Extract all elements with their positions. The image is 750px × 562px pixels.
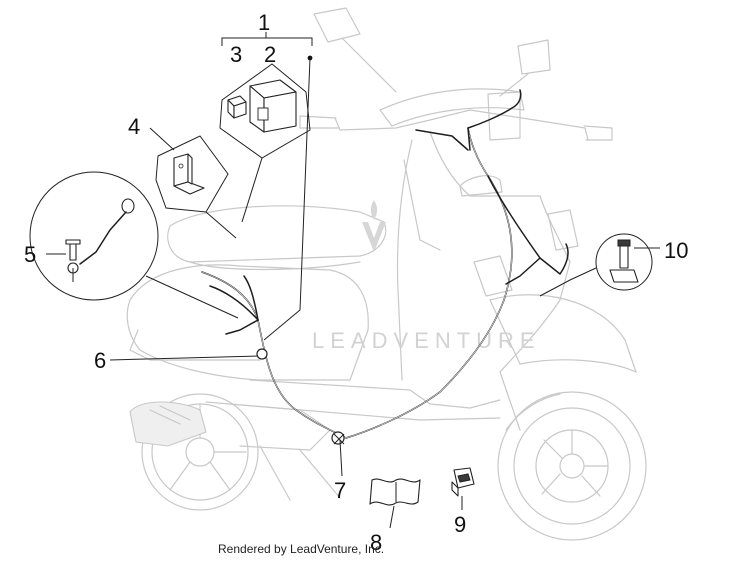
clip-part [451, 467, 475, 510]
callout-8: 8 [370, 530, 382, 555]
callout-5: 5 [24, 242, 36, 267]
wiring-harness [201, 89, 569, 445]
callout-labels: 1 2 3 4 5 6 7 8 9 10 [24, 10, 688, 555]
relay-part [227, 95, 247, 119]
watermark-text: LEADVENTURE [312, 328, 541, 353]
callout-3: 3 [230, 42, 242, 67]
tape-part [369, 478, 421, 529]
inset-switch [539, 233, 660, 297]
callout-9: 9 [454, 512, 466, 537]
callout-6: 6 [94, 348, 106, 373]
inset-bracket [149, 127, 237, 239]
callout-4: 4 [128, 114, 140, 139]
control-unit-part [249, 79, 297, 133]
callout-group-1 [221, 32, 313, 341]
inset-ground-cable [29, 171, 239, 319]
switch-part [609, 239, 639, 283]
watermark: LEADVENTURE [312, 200, 541, 353]
inset-control-unit [219, 63, 311, 223]
render-credit: Rendered by LeadVenture, Inc. [218, 542, 384, 556]
leader-6 [109, 355, 259, 361]
ground-cable-part [65, 198, 135, 282]
leader-7 [339, 439, 343, 477]
callout-10: 10 [664, 238, 688, 263]
scooter-outline [126, 7, 647, 541]
callout-7: 7 [334, 478, 346, 503]
bracket-part [173, 153, 205, 195]
callout-1: 1 [258, 10, 270, 35]
callout-2: 2 [264, 42, 276, 67]
